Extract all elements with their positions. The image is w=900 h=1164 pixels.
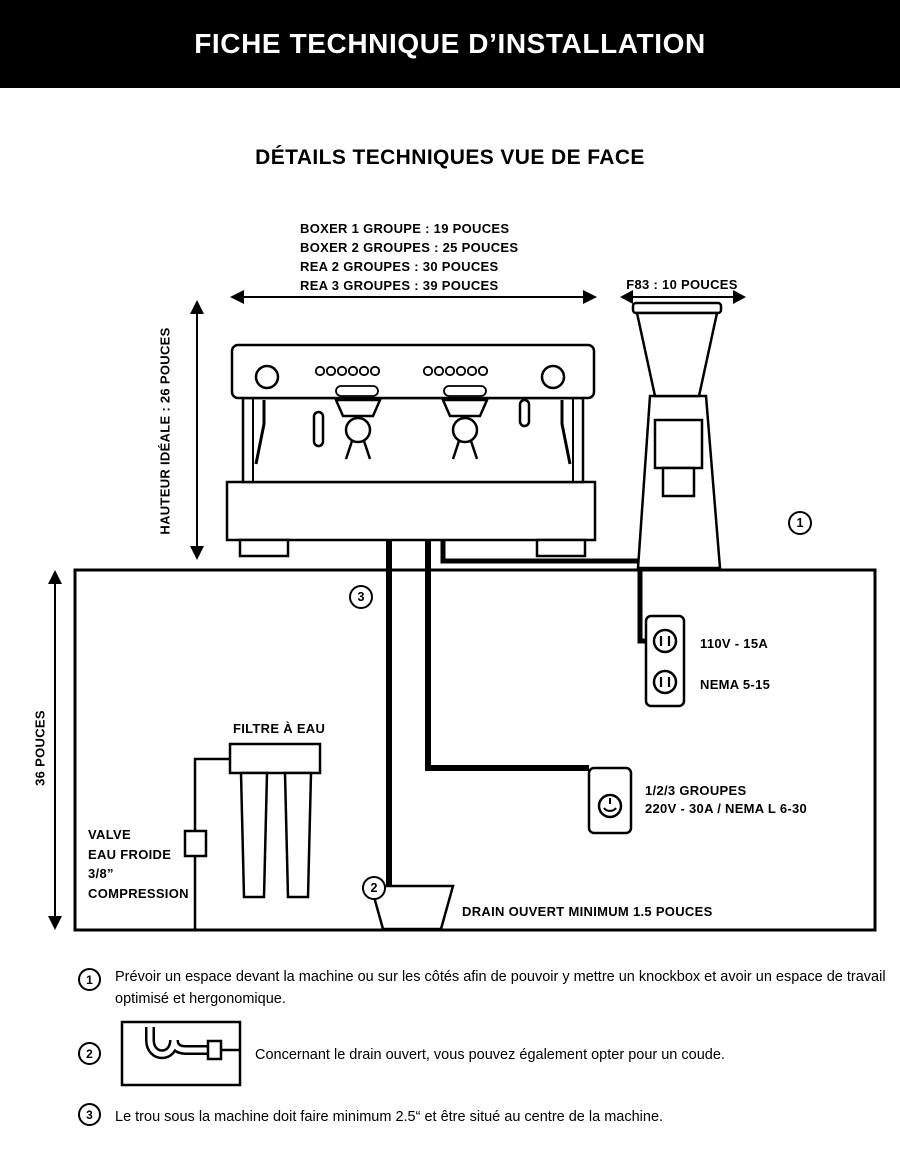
note-1-text: Prévoir un espace devant la machine ou s…	[115, 969, 886, 1007]
header-bar: FICHE TECHNIQUE D’INSTALLATION	[0, 0, 900, 88]
grinder-drawing	[631, 301, 723, 570]
counter-height-label: 36 POUCES	[32, 710, 48, 786]
drain-funnel-drawing	[369, 884, 455, 931]
cords	[386, 536, 646, 888]
water-filter-drawing	[183, 742, 322, 930]
trap-elbow-drawing	[120, 1020, 242, 1087]
page-title: FICHE TECHNIQUE D’INSTALLATION	[194, 28, 706, 59]
dimension-label: REA 3 GROUPES : 39 POUCES	[300, 278, 499, 293]
outlet-220v-drawing	[587, 766, 633, 835]
outlet-110v-label-2: NEMA 5-15	[700, 677, 771, 692]
note-2-number: 2	[78, 1042, 101, 1065]
outlet-220v-label-1: 1/2/3 GROUPES	[645, 783, 747, 798]
dimension-label: BOXER 2 GROUPES : 25 POUCES	[300, 240, 519, 255]
grinder-width-arrow	[620, 290, 746, 304]
outlet-110v-drawing	[644, 614, 686, 708]
section-title: DÉTAILS TECHNIQUES VUE DE FACE	[255, 146, 645, 169]
callout-3: 3	[349, 585, 373, 609]
note-1-number: 1	[78, 968, 101, 991]
note-3-number: 3	[78, 1103, 101, 1126]
machine-width-labels: BOXER 1 GROUPE : 19 POUCES BOXER 2 GROUP…	[300, 219, 518, 295]
drain-label: DRAIN OUVERT MINIMUM 1.5 POUCES	[462, 904, 713, 919]
callout-1: 1	[788, 511, 812, 535]
counter-height-arrow	[48, 570, 62, 930]
counter-box	[73, 568, 877, 932]
ideal-height-label: HAUTEUR IDÉALE : 26 POUCES	[157, 327, 173, 535]
callout-2: 2	[362, 876, 386, 900]
outlet-220v-label-2: 220V - 30A / NEMA L 6-30	[645, 801, 808, 816]
grinder-width-label: F83 : 10 POUCES	[626, 277, 738, 292]
outlet-110v-label-1: 110V - 15A	[700, 636, 769, 651]
note-3-text: Le trou sous la machine doit faire minim…	[115, 1109, 664, 1125]
note-2-text: Concernant le drain ouvert, vous pouvez …	[255, 1047, 725, 1063]
espresso-machine-drawing	[225, 343, 597, 558]
ideal-height-arrow	[190, 300, 204, 560]
water-filter-label: FILTRE À EAU	[233, 721, 326, 736]
valve-label: VALVE EAU FROIDE 3/8” COMPRESSION	[88, 827, 189, 901]
machine-width-arrow	[230, 290, 597, 304]
dimension-label: REA 2 GROUPES : 30 POUCES	[300, 259, 499, 274]
dimension-label: BOXER 1 GROUPE : 19 POUCES	[300, 221, 510, 236]
